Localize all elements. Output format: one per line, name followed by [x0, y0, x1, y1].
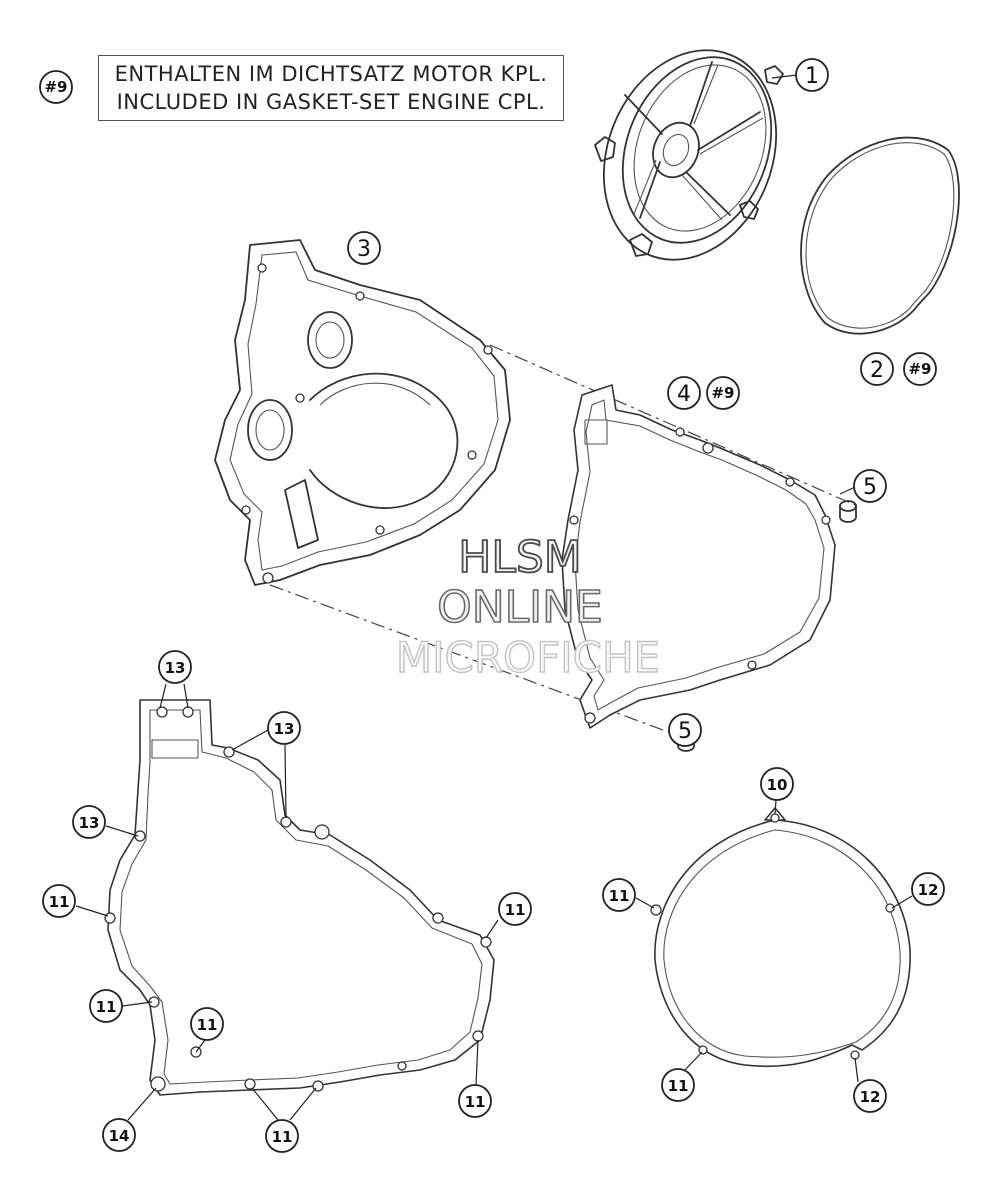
svg-text:2: 2	[870, 358, 884, 383]
callout-10: 10	[760, 767, 794, 801]
o-ring-gasket-part	[800, 136, 960, 335]
callout-4: 4	[667, 376, 701, 410]
svg-text:13: 13	[274, 720, 295, 738]
callout-11-round-left: 11	[602, 878, 636, 912]
cover-gasket-part	[561, 384, 836, 729]
leader-lines	[75, 74, 913, 1121]
svg-text:11: 11	[197, 1016, 218, 1034]
svg-text:11: 11	[465, 1093, 486, 1111]
svg-text:12: 12	[918, 881, 939, 899]
callout-1: 1	[795, 58, 829, 92]
callout-11-left-upper: 11	[42, 884, 76, 918]
generator-cover-part	[214, 239, 511, 586]
svg-text:3: 3	[357, 237, 371, 262]
svg-text:#9: #9	[711, 384, 734, 402]
svg-text:11: 11	[609, 887, 630, 905]
callout-5-lower: 5	[668, 713, 702, 747]
callout-13-right: 13	[267, 711, 301, 745]
callout-11-left-lower: 11	[89, 989, 123, 1023]
watermark-line-2: ONLINE	[436, 581, 603, 634]
watermark-line-3: MICROFICHE	[395, 632, 661, 682]
callout-14: 14	[102, 1118, 136, 1152]
note-line-english: INCLUDED IN GASKET-SET ENGINE CPL.	[116, 90, 546, 114]
svg-text:14: 14	[109, 1127, 130, 1145]
svg-text:12: 12	[860, 1088, 881, 1106]
callout-12-upper: 12	[911, 872, 945, 906]
watermark-line-1: HLSM	[457, 531, 582, 584]
alignment-line-upper	[489, 344, 856, 506]
lower-left-gasket-part	[104, 699, 495, 1096]
note-line-german: ENTHALTEN IM DICHTSATZ MOTOR KPL.	[114, 62, 548, 86]
callout-11-center: 11	[190, 1007, 224, 1041]
svg-text:11: 11	[668, 1077, 689, 1095]
callout-2-ref: #9	[903, 352, 937, 386]
note-ref-badge: #9	[39, 70, 73, 104]
callout-11-right-lower: 11	[458, 1084, 492, 1118]
svg-text:11: 11	[272, 1128, 293, 1146]
callout-4-ref: #9	[706, 376, 740, 410]
svg-text:11: 11	[49, 893, 70, 911]
callout-12-lower: 12	[853, 1079, 887, 1113]
svg-text:5: 5	[678, 719, 692, 744]
callout-2: 2	[860, 352, 894, 386]
svg-text:13: 13	[79, 814, 100, 832]
svg-text:11: 11	[96, 998, 117, 1016]
svg-text:#9: #9	[908, 360, 931, 378]
callout-13-top: 13	[158, 650, 192, 684]
svg-text:10: 10	[767, 776, 788, 794]
callout-13-left: 13	[72, 805, 106, 839]
callout-3: 3	[347, 231, 381, 265]
alignment-line-lower	[269, 584, 691, 741]
callout-5-upper: 5	[853, 469, 887, 503]
svg-text:4: 4	[677, 382, 691, 407]
callout-11-round-bottom: 11	[661, 1068, 695, 1102]
dowel-sleeve-upper	[839, 500, 857, 523]
callout-11-bottom: 11	[265, 1119, 299, 1153]
svg-text:1: 1	[805, 64, 819, 89]
svg-text:13: 13	[165, 659, 186, 677]
lower-right-gasket-part	[650, 807, 911, 1068]
svg-text:11: 11	[505, 901, 526, 919]
svg-text:5: 5	[863, 475, 877, 500]
svg-text:#9: #9	[44, 78, 67, 96]
clutch-cover-part	[594, 49, 784, 261]
gasket-set-note: ENTHALTEN IM DICHTSATZ MOTOR KPL. INCLUD…	[98, 55, 564, 121]
callout-11-right-upper: 11	[498, 892, 532, 926]
